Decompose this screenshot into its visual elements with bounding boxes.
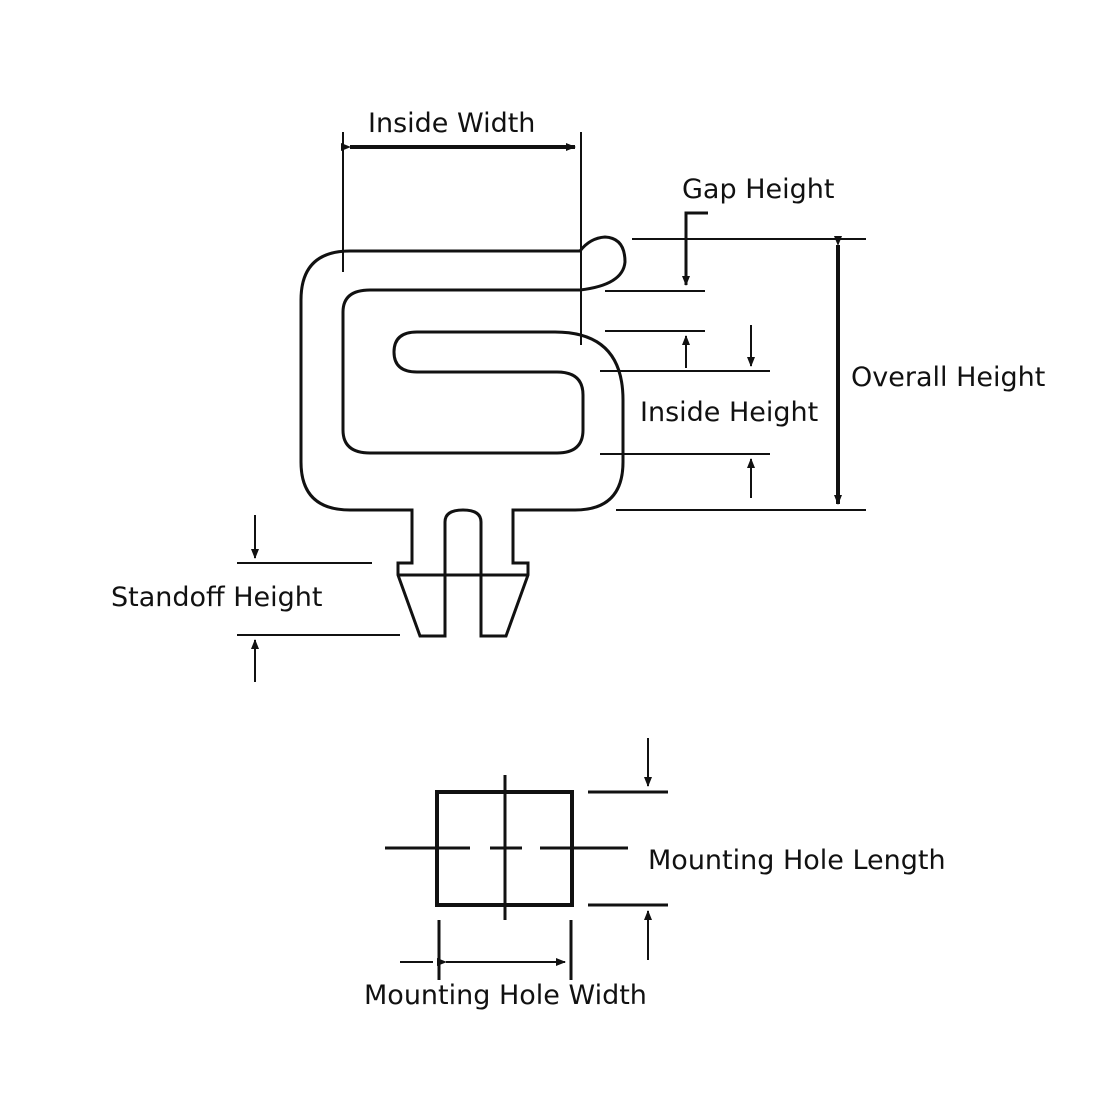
inside-width-label: Inside Width [368, 108, 536, 139]
overall-height-label: Overall Height [851, 362, 1046, 393]
clip-body-outline [299, 235, 627, 638]
standoff-height-label: Standoff Height [111, 582, 323, 613]
inside-height-label: Inside Height [640, 397, 819, 428]
gap-height-label: Gap Height [682, 174, 835, 205]
mounting-hole-width-label: Mounting Hole Width [364, 980, 647, 1011]
mounting-hole-length-label: Mounting Hole Length [648, 845, 946, 876]
gap-height-arrow-top [682, 211, 708, 286]
